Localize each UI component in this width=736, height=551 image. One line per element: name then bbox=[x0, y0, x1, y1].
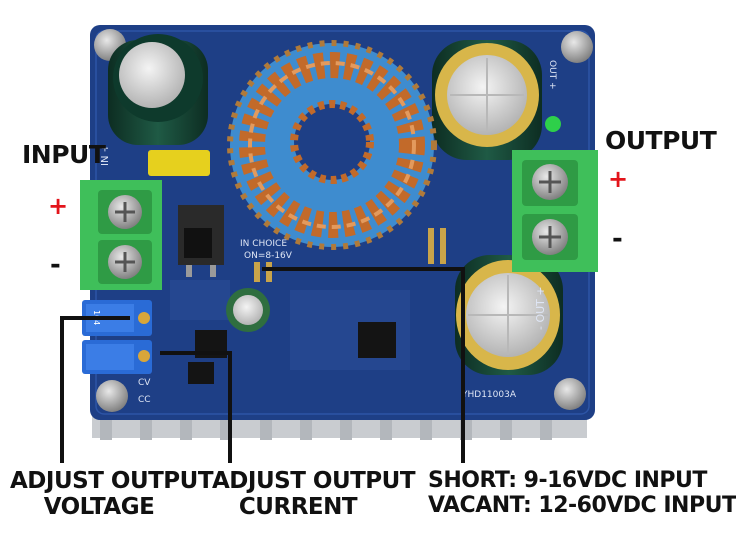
jumper-pins bbox=[254, 228, 446, 282]
adjust-current-caption: ADJUST OUTPUT CURRENT bbox=[212, 468, 416, 521]
short-caption: SHORT: 9-16VDC INPUT bbox=[428, 468, 707, 493]
potentiometer-current bbox=[82, 340, 152, 374]
jumper-caption: SHORT: 9-16VDC INPUT VACANT: 12-60VDC IN… bbox=[428, 468, 736, 519]
silk-in-plus: IN + bbox=[100, 144, 111, 166]
silk-cc: CC bbox=[138, 395, 151, 405]
capacitor-top-right bbox=[432, 40, 542, 160]
callout-lines bbox=[60, 267, 465, 463]
adjust-current-line2: CURRENT bbox=[238, 494, 358, 521]
mosfet bbox=[178, 205, 224, 277]
silk-on-range: ON=8-16V bbox=[244, 251, 293, 261]
silk-out-minus: - OUT + bbox=[534, 286, 547, 330]
output-minus-sign: - bbox=[612, 224, 623, 254]
fuse bbox=[148, 150, 210, 176]
input-minus-sign: - bbox=[50, 250, 61, 280]
vacant-caption: VACANT: 12-60VDC INPUT bbox=[428, 493, 736, 519]
led bbox=[545, 116, 561, 132]
adjust-voltage-line2: VOLTAGE bbox=[43, 494, 155, 521]
silk-in-choice: IN CHOICE bbox=[240, 239, 287, 249]
capacitor-top-left bbox=[108, 34, 208, 145]
input-label: INPUT bbox=[22, 140, 106, 169]
board-illustration: IN CHOICE ON=8-16V YHD11003A CV CC 104 O… bbox=[60, 25, 598, 463]
toroid-inductor bbox=[227, 40, 437, 250]
adjust-voltage-caption: ADJUST OUTPUT VOLTAGE bbox=[10, 468, 214, 521]
adjust-voltage-line1: ADJUST OUTPUT bbox=[10, 468, 214, 494]
product-photo: IN CHOICE ON=8-16V YHD11003A CV CC 104 O… bbox=[10, 25, 736, 521]
capacitor-bottom-right bbox=[455, 255, 563, 375]
adjust-current-line1: ADJUST OUTPUT bbox=[212, 468, 416, 494]
output-plus-sign: + bbox=[608, 165, 629, 193]
input-plus-sign: + bbox=[48, 192, 69, 220]
terminal-block-input bbox=[80, 180, 162, 290]
capacitor-small bbox=[226, 288, 270, 332]
silk-cv: CV bbox=[138, 378, 151, 388]
output-label: OUTPUT bbox=[605, 126, 717, 155]
terminal-block-output bbox=[512, 150, 598, 272]
silk-model: YHD11003A bbox=[461, 390, 517, 400]
silk-out-plus: OUT + bbox=[547, 60, 557, 90]
potentiometer-voltage bbox=[82, 300, 152, 336]
